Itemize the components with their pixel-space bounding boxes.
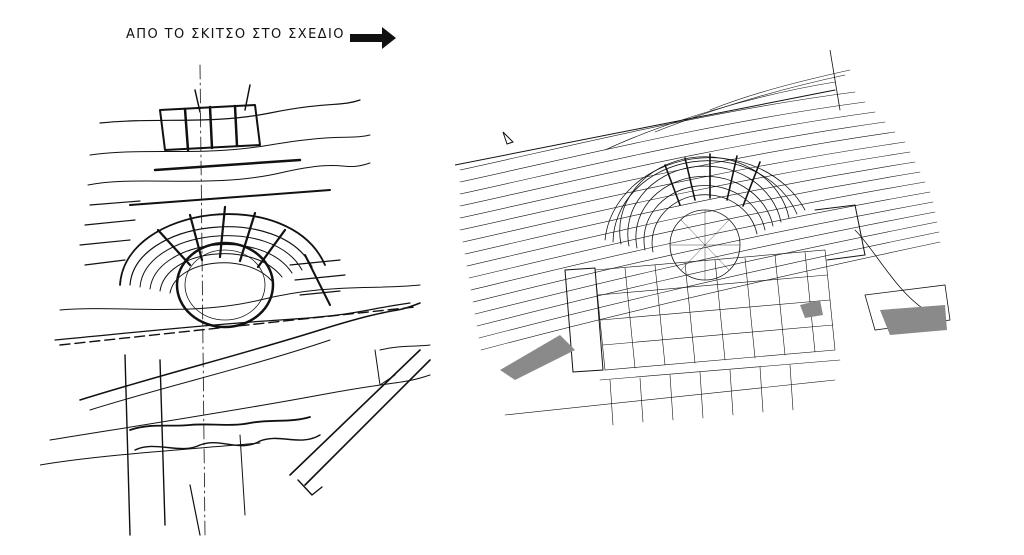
caption-heading: ΑΠΟ ΤΟ ΣΚΙΤΣΟ ΣΤΟ ΣΧΕΔΙΟ <box>126 27 345 42</box>
right-arrow-icon <box>350 27 396 49</box>
freehand-sketch <box>40 64 431 536</box>
technical-site-plan <box>455 50 951 426</box>
